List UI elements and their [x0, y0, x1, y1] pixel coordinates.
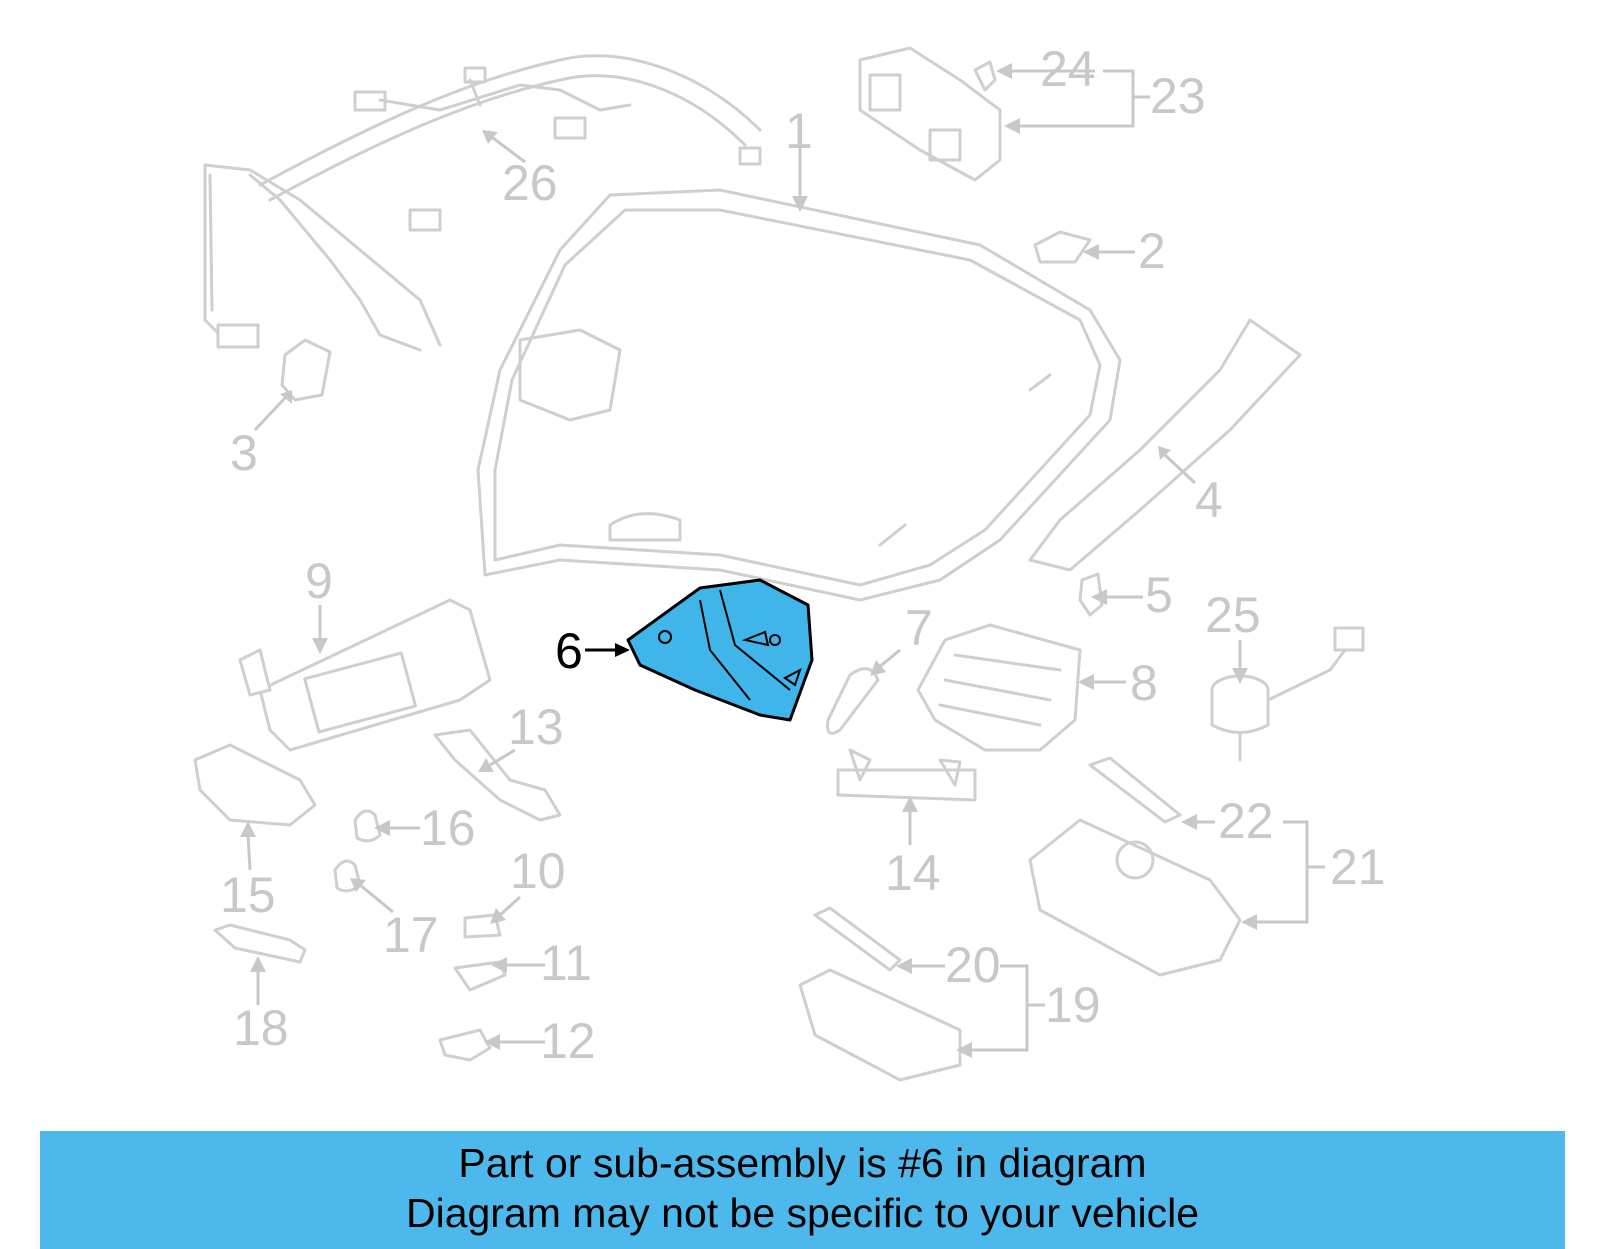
part-3-lens: [280, 338, 332, 402]
part-26-wiring-harness: [203, 54, 762, 352]
part-9-sun-visor: [238, 598, 492, 752]
part-14-bracket: [836, 748, 977, 802]
callout-9: 9: [305, 553, 333, 609]
callout-14: 14: [885, 845, 941, 901]
callout-12: 12: [540, 1013, 596, 1069]
callout-24: 24: [1040, 41, 1096, 97]
banner-part-note: Part or sub-assembly is #6 in diagram: [458, 1140, 1147, 1186]
part-23-console: [858, 46, 1002, 182]
callout-17: 17: [383, 907, 439, 963]
callout-5: 5: [1145, 567, 1173, 623]
callout-4: 4: [1195, 472, 1223, 528]
banner-disclaimer: Diagram may not be specific to your vehi…: [405, 1190, 1199, 1236]
callout-11: 11: [540, 935, 592, 991]
part-21-lamp-assembly: [1028, 756, 1242, 977]
part-18-handle: [213, 923, 307, 964]
callout-26: 26: [502, 155, 558, 211]
part-13-grab-handle: [433, 728, 562, 822]
callout-25: 25: [1205, 587, 1261, 643]
callout-6: 6: [555, 623, 583, 679]
callout-16: 16: [420, 800, 476, 856]
callout-numbers: 1 2 3 4 5 6 7 8 9 10 11 12 13 14 15 16 1…: [220, 41, 1386, 1069]
callout-13: 13: [508, 699, 564, 755]
part-6-highlighted: [626, 578, 814, 722]
callout-3: 3: [230, 425, 258, 481]
callout-23: 23: [1150, 68, 1206, 124]
callout-1: 1: [785, 103, 813, 159]
part-16-grommet: [353, 809, 382, 843]
part-25-sensor: [1210, 626, 1365, 762]
callout-18: 18: [233, 1000, 289, 1056]
part-1-headliner: [476, 188, 1122, 602]
part-11-cover: [453, 960, 507, 992]
callout-22: 22: [1218, 793, 1274, 849]
callout-15: 15: [220, 867, 276, 923]
part-19-lamp-assembly: [798, 906, 962, 1082]
callout-7: 7: [905, 600, 933, 656]
callout-21: 21: [1330, 839, 1386, 895]
part-4-pillar-trim: [1028, 318, 1302, 572]
callout-20: 20: [945, 937, 1001, 993]
info-banner: Part or sub-assembly is #6 in diagram Di…: [40, 1131, 1565, 1249]
callout-2: 2: [1138, 223, 1166, 279]
callout-10: 10: [510, 843, 566, 899]
part-15-light: [193, 743, 317, 827]
part-5-clip: [1078, 572, 1104, 617]
part-7-seal: [826, 667, 880, 735]
part-12-cover: [438, 1028, 492, 1062]
part-10-cover: [463, 913, 502, 939]
part-2-clip: [1033, 230, 1092, 264]
part-8-panel: [916, 623, 1082, 752]
leader-lines: [240, 63, 1325, 1058]
parts-diagram: 1 2 3 4 5 6 7 8 9 10 11 12 13 14 15 16 1…: [193, 41, 1386, 1082]
callout-19: 19: [1045, 977, 1101, 1033]
callout-8: 8: [1130, 655, 1158, 711]
